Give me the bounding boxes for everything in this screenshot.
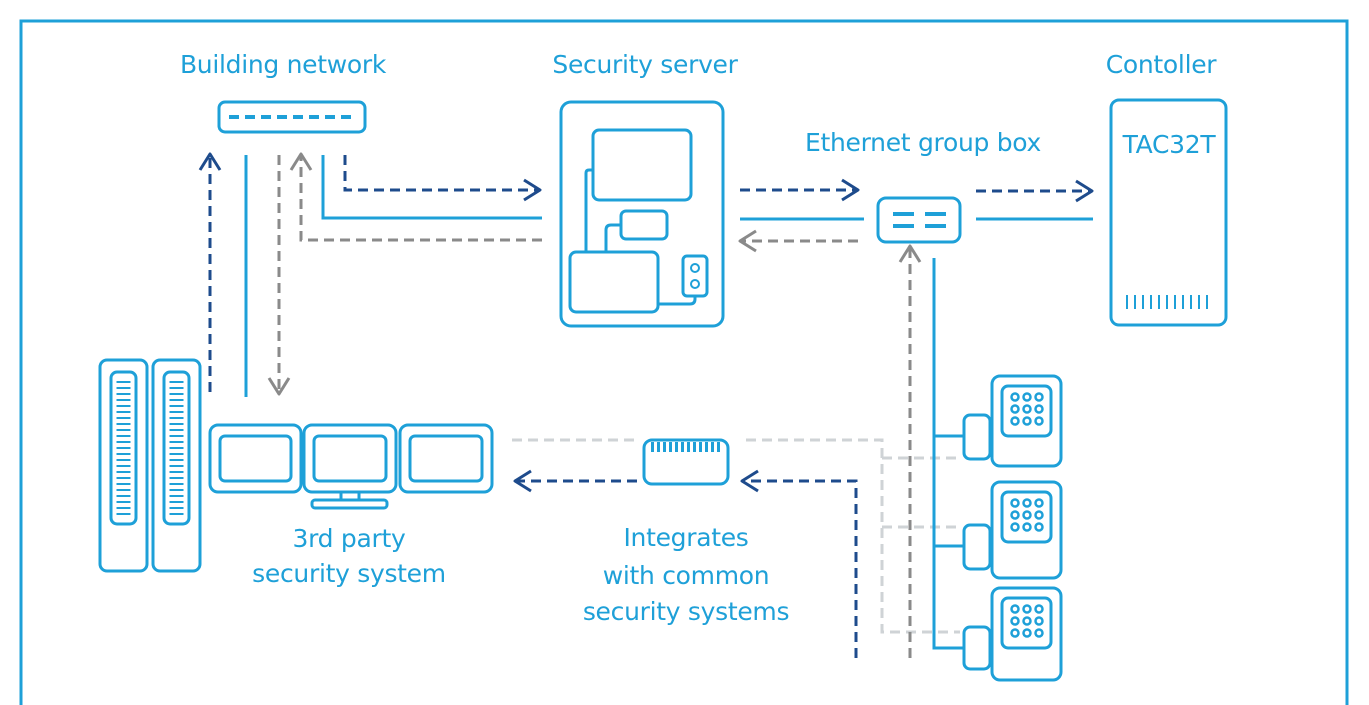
keypad-icon [962, 480, 1063, 580]
monitor-icon [208, 423, 303, 494]
frame-border [19, 19, 1349, 705]
integration-line-right [746, 438, 960, 634]
monitor-icon [398, 423, 494, 494]
controller-icon [1109, 98, 1228, 327]
label-controller-model: TAC32T [1122, 130, 1216, 159]
label-3rd-party-line2: security system [252, 559, 446, 588]
keypad-icon [962, 586, 1063, 682]
link-network-to-server [343, 155, 542, 202]
label-integrates-line1: Integrates [623, 523, 749, 552]
server-tower-icon [98, 358, 149, 573]
label-building-network: Building network [179, 50, 387, 79]
label-security-server: Security server [552, 50, 738, 79]
network-switch-icon [217, 100, 367, 134]
security-server-icon [559, 100, 725, 328]
integration-arrow-to-bridge [740, 469, 858, 658]
keypad-icon [962, 374, 1063, 468]
link-server-to-network [289, 152, 542, 242]
integration-bridge-icon [642, 438, 730, 486]
label-integrates-line2: with common [602, 561, 770, 590]
label-ethernet-group-box: Ethernet group box [805, 128, 1041, 157]
label-controller: Contoller [1105, 50, 1217, 79]
link-network-server-solid [321, 155, 542, 220]
keypad-bus [932, 258, 965, 650]
server-tower-icon [151, 358, 202, 573]
ethernet-group-box-icon [876, 196, 962, 244]
label-integrates-line3: security systems [582, 597, 790, 626]
label-3rd-party-line1: 3rd party [292, 524, 406, 553]
monitor-icon [302, 423, 398, 510]
